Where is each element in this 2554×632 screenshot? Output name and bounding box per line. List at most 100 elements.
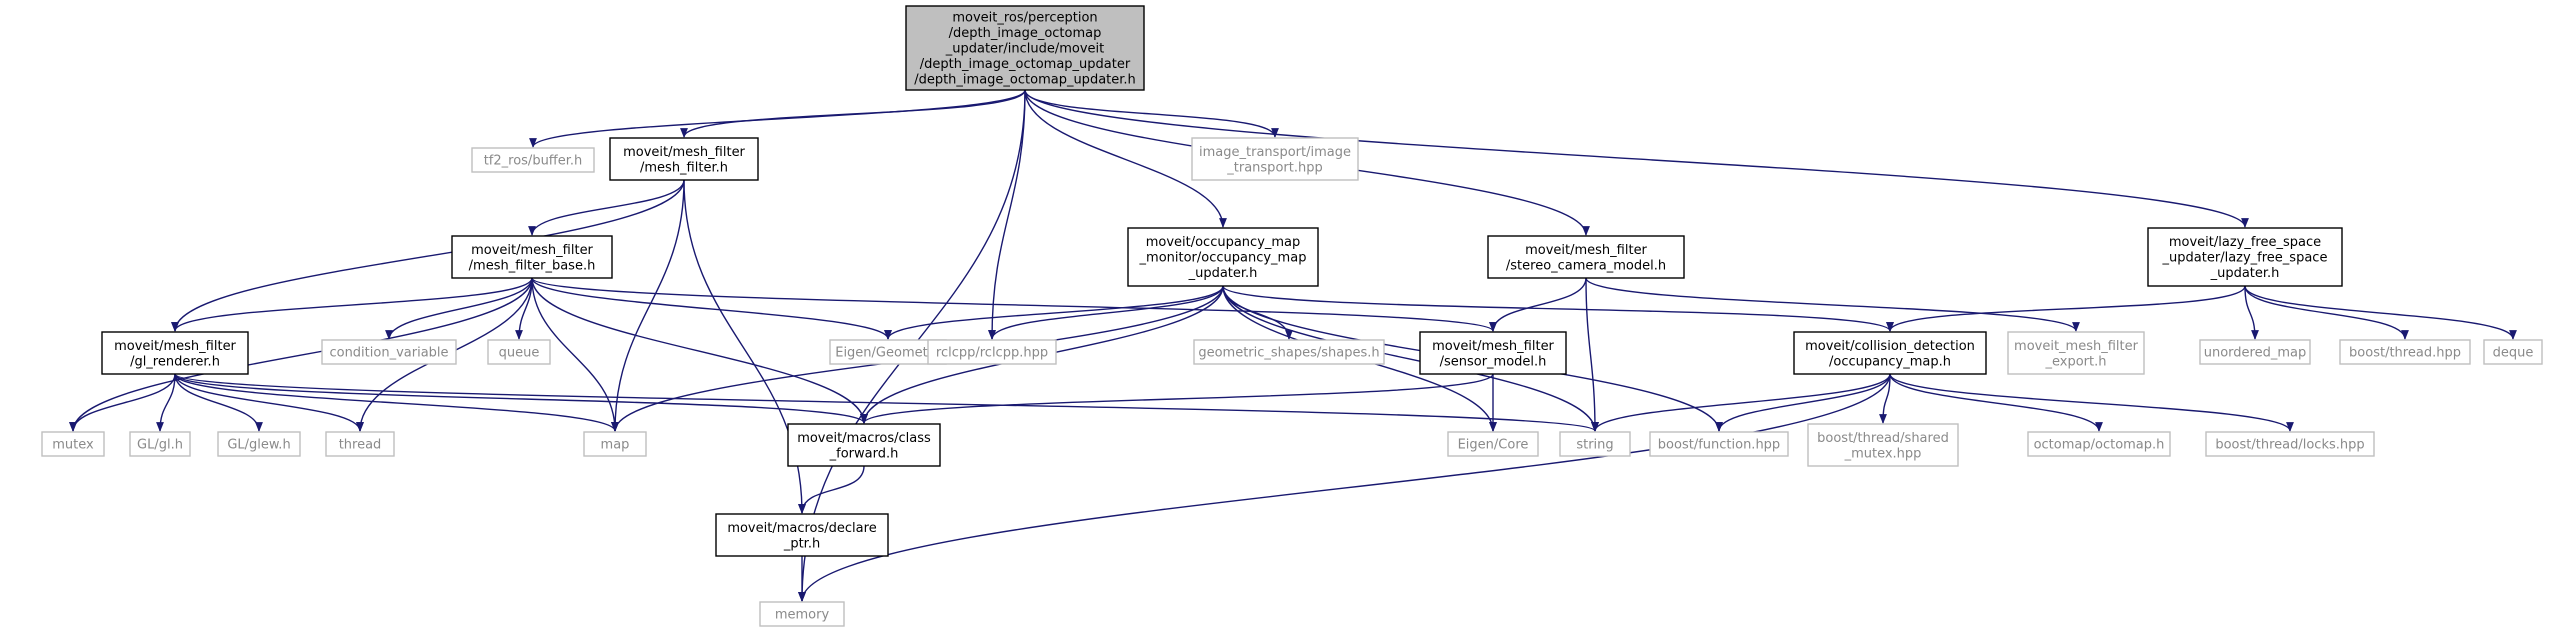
edge-collision_occupancy-to-boost_locks	[1889, 373, 2294, 432]
node-label-line: map	[601, 438, 630, 453]
node-label-line: _updater.h	[2210, 266, 2280, 281]
edge-collision_occupancy-to-octomap	[1889, 373, 2103, 432]
edge-mesh_filter-to-mesh_filter_base	[528, 179, 685, 236]
node-box	[2007, 331, 2145, 375]
node-label-line: moveit/mesh_filter	[1432, 339, 1554, 354]
node-label-line: moveit/mesh_filter	[114, 339, 236, 354]
node-mesh-filter-base[interactable]: moveit/mesh_filter/mesh_filter_base.h	[451, 235, 613, 279]
node-label-line: /sensor_model.h	[1440, 354, 1547, 369]
node-label-line: queue	[499, 346, 540, 361]
node-label-line: /mesh_filter.h	[640, 160, 728, 175]
edge-occupancy_updater-to-rclcpp	[988, 285, 1224, 340]
node-label-line: tf2_ros/buffer.h	[484, 154, 583, 169]
node-label-line: boost/thread/locks.hpp	[2215, 438, 2364, 453]
node-box	[2483, 339, 2543, 365]
node-image-transport: image_transport/image_transport.hpp	[1191, 137, 1359, 181]
node-gl-renderer[interactable]: moveit/mesh_filter/gl_renderer.h	[101, 331, 249, 375]
node-label-line: moveit_mesh_filter	[2014, 339, 2139, 354]
node-sensor-model[interactable]: moveit/mesh_filter/sensor_model.h	[1419, 331, 1567, 375]
node-shared-mutex: boost/thread/shared_mutex.hpp	[1807, 423, 1959, 467]
edge-gl_renderer-to-glew_h	[174, 373, 263, 432]
node-boost-locks: boost/thread/locks.hpp	[2205, 431, 2375, 457]
node-mesh-filter-export: moveit_mesh_filter_export.h	[2007, 331, 2145, 375]
node-box	[2027, 431, 2171, 457]
node-eigen-core: Eigen/Core	[1447, 431, 1539, 457]
node-label-line: moveit_ros/perception	[952, 11, 1097, 26]
edge-mesh_filter_base-to-condition_variable	[385, 277, 533, 340]
edge-occupancy_updater-to-eigen_geometry	[884, 285, 1224, 340]
node-map: map	[583, 431, 647, 457]
edge-root-to-image_transport	[1024, 89, 1279, 138]
node-queue: queue	[487, 339, 551, 365]
node-label-line: GL/glew.h	[227, 438, 290, 453]
node-mesh-filter[interactable]: moveit/mesh_filter/mesh_filter.h	[609, 137, 759, 181]
node-box	[787, 423, 941, 467]
node-occupancy-updater[interactable]: moveit/occupancy_map_monitor/occupancy_m…	[1127, 227, 1319, 287]
node-box	[1559, 431, 1631, 457]
node-label-line: image_transport/image	[1199, 145, 1351, 160]
node-label-line: moveit/mesh_filter	[471, 243, 593, 258]
node-label-line: GL/gl.h	[137, 438, 183, 453]
edge-lazy_free_space-to-deque	[2244, 285, 2517, 340]
edge-mesh_filter_base-to-sensor_model	[531, 277, 1497, 332]
node-label-line: _mutex.hpp	[1844, 446, 1922, 461]
node-stereo-camera[interactable]: moveit/mesh_filter/stereo_camera_model.h	[1487, 235, 1685, 279]
node-thread: thread	[325, 431, 395, 457]
node-glew-h: GL/glew.h	[217, 431, 301, 457]
node-mutex: mutex	[41, 431, 105, 457]
node-label-line: /depth_image_octomap_updater.h	[914, 73, 1136, 88]
node-label-line: _transport.hpp	[1226, 160, 1322, 175]
node-label-line: octomap/octomap.h	[2034, 438, 2165, 453]
node-label-line: Eigen/Core	[1458, 438, 1529, 453]
node-collision-occupancy[interactable]: moveit/collision_detection/occupancy_map…	[1793, 331, 1987, 375]
node-label-line: unordered_map	[2204, 346, 2307, 361]
node-label-line: mutex	[52, 438, 94, 453]
node-geometric-shapes: geometric_shapes/shapes.h	[1193, 339, 1385, 365]
node-box	[487, 339, 551, 365]
node-box	[1447, 431, 1539, 457]
node-boost-function: boost/function.hpp	[1649, 431, 1789, 457]
edge-stereo_camera-to-sensor_model	[1489, 277, 1587, 332]
node-label-line: /depth_image_octomap_updater	[920, 57, 1131, 72]
node-box	[1649, 431, 1789, 457]
node-label-line: condition_variable	[329, 346, 448, 361]
node-label-line: _monitor/occupancy_map	[1139, 251, 1307, 266]
node-box	[451, 235, 613, 279]
node-box	[471, 147, 595, 173]
node-rclcpp: rclcpp/rclcpp.hpp	[927, 339, 1057, 365]
node-box	[129, 431, 191, 457]
node-label-line: _updater/lazy_free_space	[2162, 251, 2328, 266]
node-unordered-map: unordered_map	[2199, 339, 2311, 365]
edges-layer	[69, 89, 2517, 602]
node-box	[1793, 331, 1987, 375]
node-condition-variable: condition_variable	[321, 339, 457, 365]
node-octomap: octomap/octomap.h	[2027, 431, 2171, 457]
node-box	[2199, 339, 2311, 365]
node-label-line: moveit/macros/declare	[727, 521, 876, 536]
node-label-line: moveit/lazy_free_space	[2169, 235, 2321, 250]
edge-mesh_filter_base-to-class_forward	[531, 277, 868, 424]
edge-mesh_filter-to-declare_ptr	[683, 179, 806, 514]
node-root[interactable]: moveit_ros/perception/depth_image_octoma…	[905, 5, 1145, 91]
edge-lazy_free_space-to-boost_thread	[2244, 285, 2409, 340]
edge-lazy_free_space-to-unordered_map	[2244, 285, 2259, 340]
node-box	[715, 513, 889, 557]
node-label-line: _export.h	[2045, 354, 2107, 369]
edge-root-to-lazy_free_space	[1024, 89, 2249, 228]
node-box	[321, 339, 457, 365]
node-box	[2339, 339, 2471, 365]
edge-gl_renderer-to-mutex	[69, 373, 176, 432]
node-box	[1191, 137, 1359, 181]
node-class-forward[interactable]: moveit/macros/class_forward.h	[787, 423, 941, 467]
edge-mesh_filter_base-to-queue	[515, 277, 533, 340]
edge-stereo_camera-to-mesh_filter_export	[1585, 277, 2080, 332]
node-box	[2147, 227, 2343, 287]
edge-gl_renderer-to-string	[174, 373, 1599, 432]
node-declare-ptr[interactable]: moveit/macros/declare_ptr.h	[715, 513, 889, 557]
node-box	[927, 339, 1057, 365]
node-label-line: _updater.h	[1188, 266, 1258, 281]
node-box	[325, 431, 395, 457]
node-lazy-free-space[interactable]: moveit/lazy_free_space_updater/lazy_free…	[2147, 227, 2343, 287]
node-label-line: boost/thread.hpp	[2349, 346, 2461, 361]
nodes-layer: moveit_ros/perception/depth_image_octoma…	[41, 5, 2543, 627]
